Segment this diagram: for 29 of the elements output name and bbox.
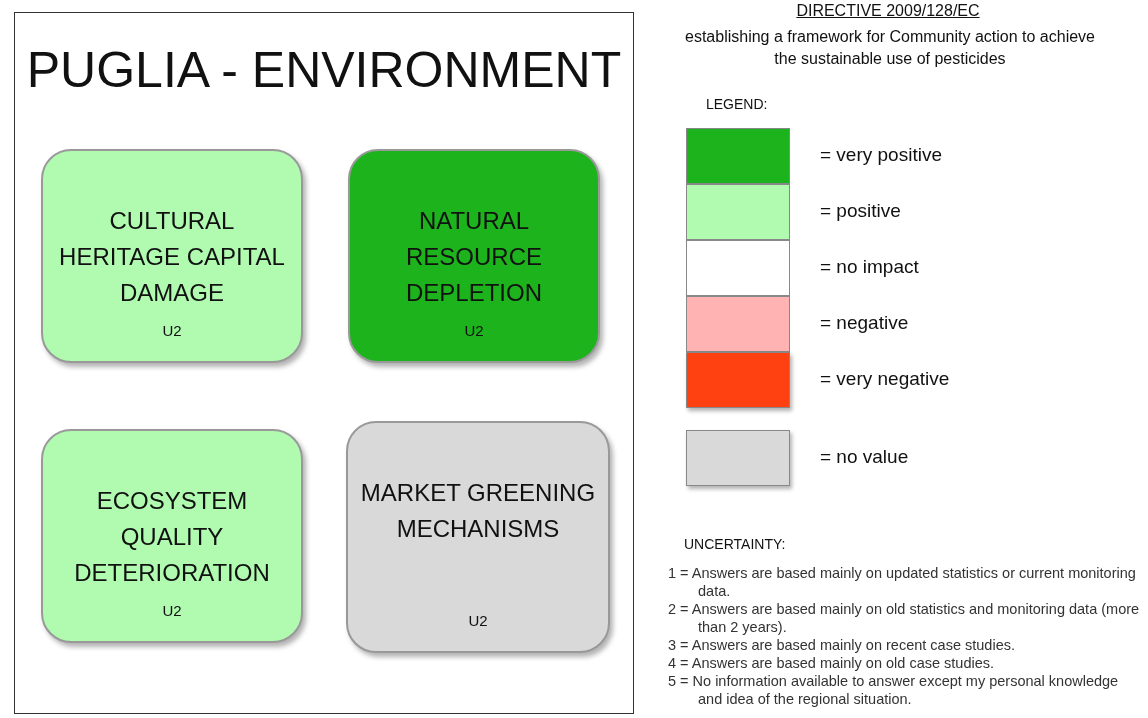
impact-box <box>346 421 610 653</box>
directive-title: DIRECTIVE 2009/128/EC <box>795 2 981 20</box>
legend-label: = no value <box>820 446 909 468</box>
uncertainty-note: 1 = Answers are based mainly on updated statistics or current monitoring data. <box>668 564 1137 600</box>
legend-label: = positive <box>820 200 901 222</box>
legend-heading: LEGEND: <box>706 96 768 112</box>
impact-box <box>41 429 303 643</box>
legend-label: = no impact <box>820 256 919 278</box>
uncertainty-note: 2 = Answers are based mainly on old statistics and monitoring data (more than 2 years). <box>668 600 1141 636</box>
directive-subtitle: establishing a framework for Community action to achieve the sustainable use of pesticides <box>684 27 1096 69</box>
panel-title: PUGLIA - ENVIRONMENT <box>25 41 623 99</box>
uncertainty-heading: UNCERTAINTY: <box>684 536 786 552</box>
uncertainty-note: 4 = Answers are based mainly on old case studies. <box>668 654 996 672</box>
uncertainty-code: U2 <box>467 612 489 629</box>
impact-box <box>348 149 600 363</box>
legend-label: = negative <box>820 312 909 334</box>
uncertainty-note: 3 = Answers are based mainly on recent case studies. <box>668 636 1016 654</box>
legend-label: = very negative <box>820 368 950 390</box>
impact-box <box>41 149 303 363</box>
impact-category: MARKET GREENING MECHANISMS <box>359 478 597 544</box>
impact-category: CULTURAL HERITAGE CAPITAL DAMAGE <box>58 206 286 308</box>
uncertainty-code: U2 <box>463 322 485 339</box>
uncertainty-code: U2 <box>161 602 183 619</box>
uncertainty-note: 5 = No information available to answer except my personal knowledge and idea of the regional situation. <box>668 672 1120 708</box>
impact-category: NATURAL RESOURCE DEPLETION <box>405 206 543 308</box>
panel-frame <box>14 12 634 714</box>
impact-category: ECOSYSTEM QUALITY DETERIORATION <box>73 486 271 588</box>
legend-label: = very positive <box>820 144 942 166</box>
uncertainty-code: U2 <box>161 322 183 339</box>
